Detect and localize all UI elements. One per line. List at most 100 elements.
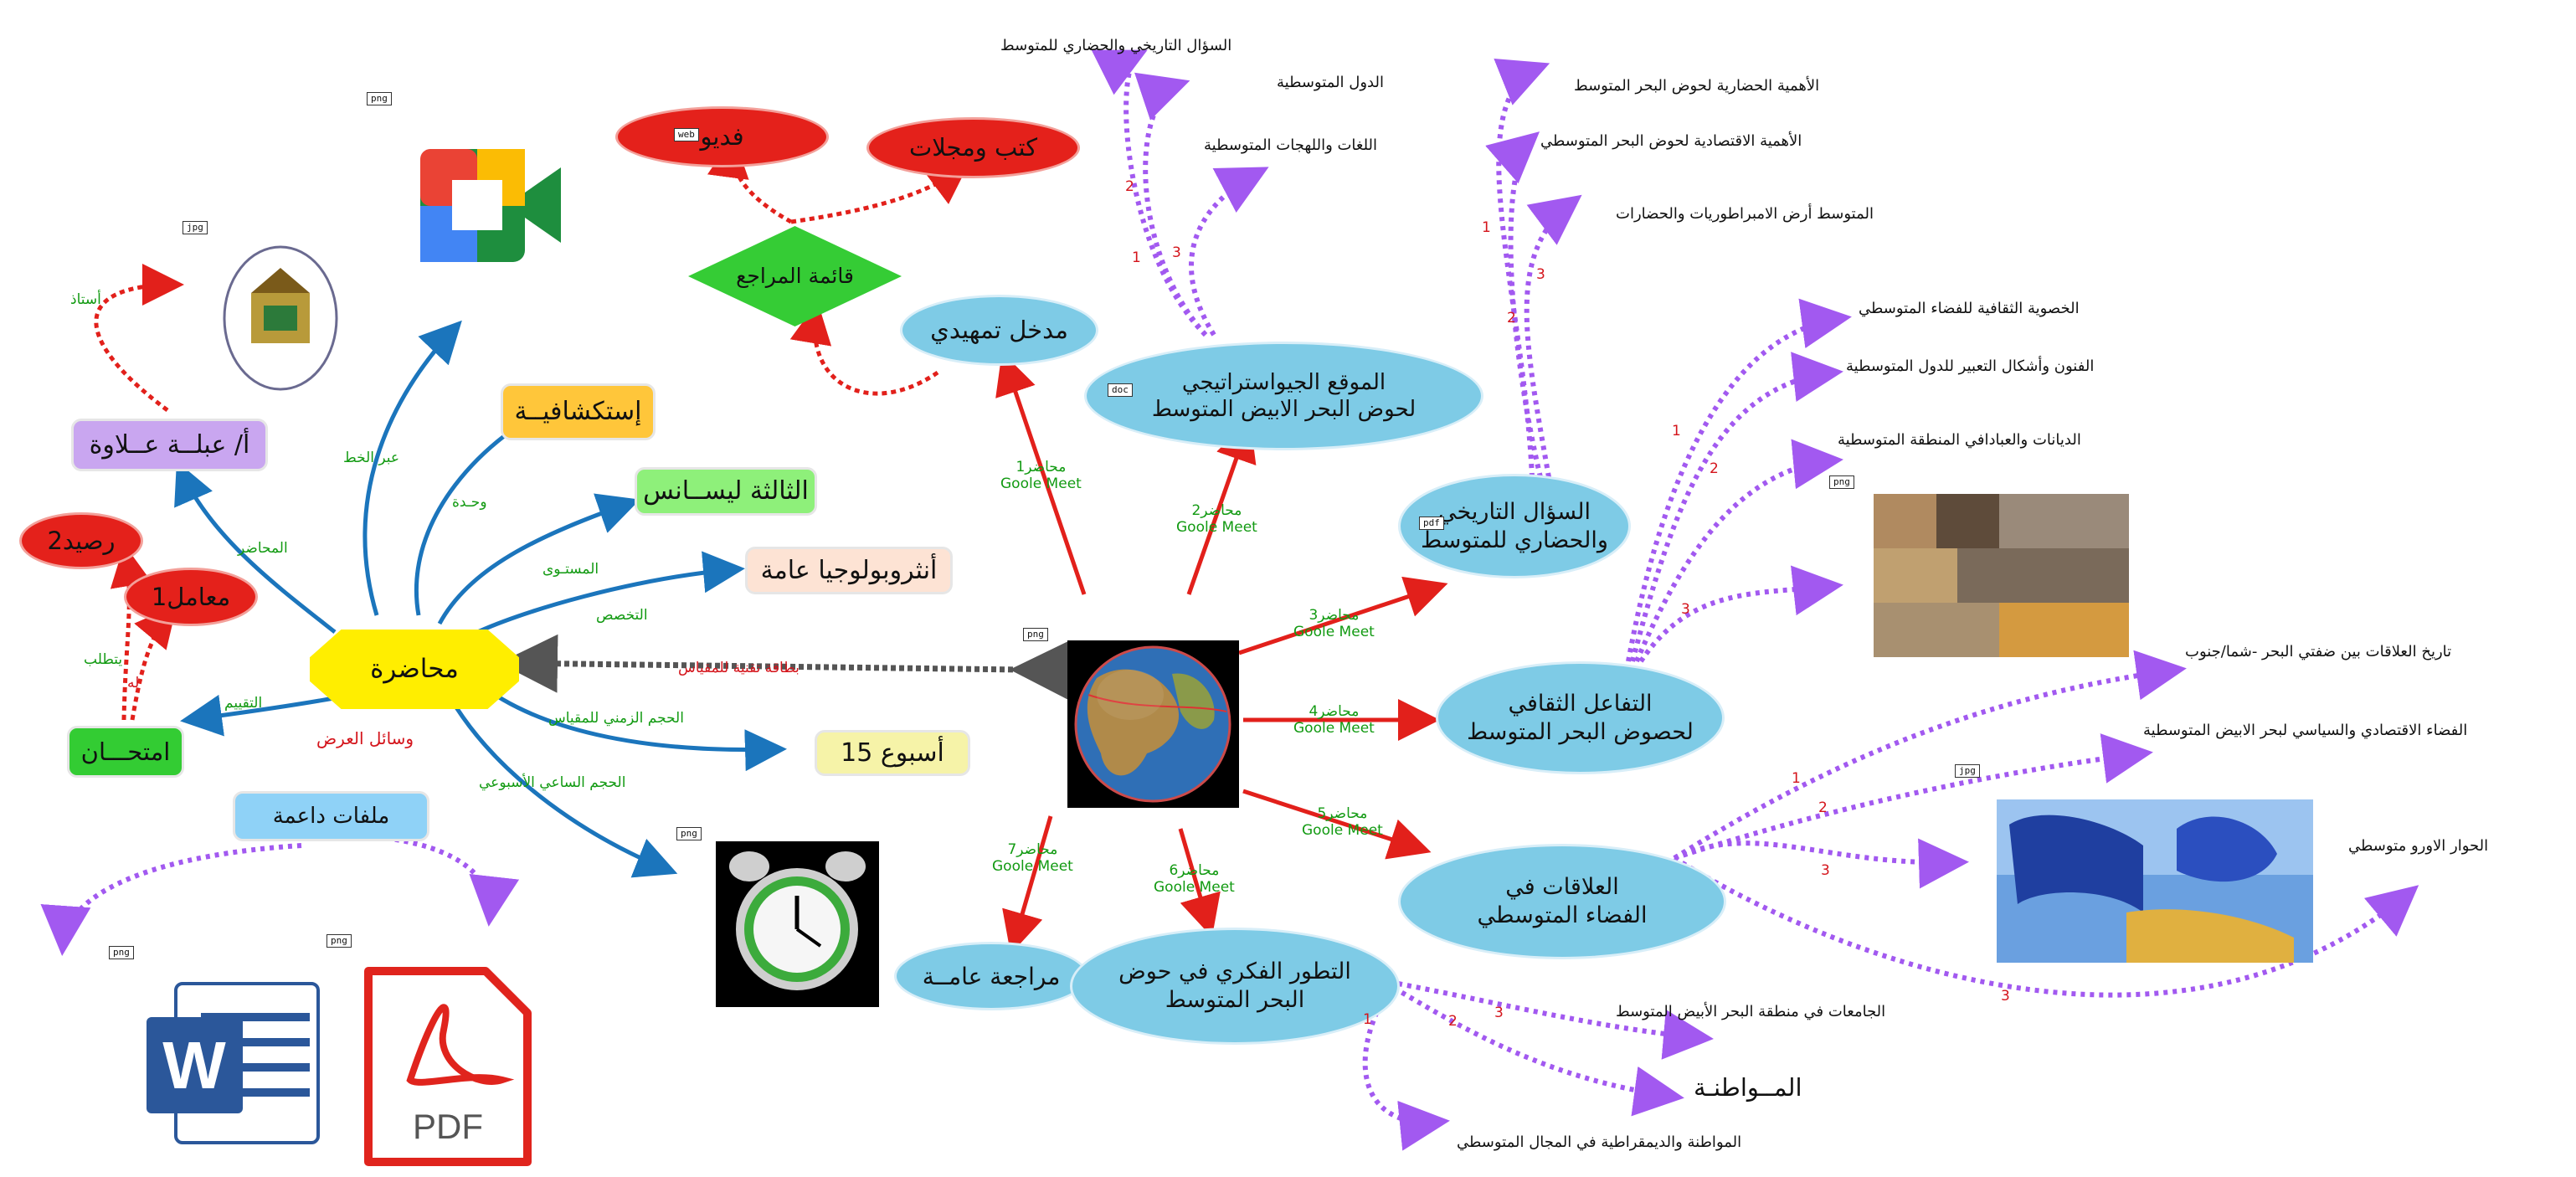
books-node[interactable]: كتب ومجلات [866,117,1080,178]
tag-png-collage[interactable]: png [1829,475,1854,489]
red-links [995,352,1448,954]
label-weekly-hours: الحجم الساعي الأسبوعي [479,774,626,791]
num-1-3: 3 [1172,244,1181,261]
label-level: المستـوى [542,561,599,578]
label-specialty: التخصص [596,607,648,624]
word-letter: W [162,1028,226,1102]
num-1-1: 1 [1132,249,1141,266]
num-4-1: 1 [1792,770,1801,787]
lesson-2-line-1: السؤال التاريخي [1437,498,1591,525]
num-5-1: 1 [1363,1011,1372,1028]
num-4-4: 3 [2001,988,2010,1005]
subtopic-3-1: الخصوية الثقافية للفضاء المتوسطي [1859,300,2080,317]
subtopic-4-1: تاريخ العلاقات بين ضفتي البحر -شما/جنوب [2185,643,2452,660]
subtopic-5-2: المــواطنـة [1694,1073,1802,1102]
lesson-3-line-2: لحصوض البحر المتوسط [1467,718,1694,745]
lesson-2-line-2: والحضاري للمتوسط [1421,527,1608,553]
alarm-clock-icon [716,841,879,1007]
lesson-intellectual[interactable]: التطور الفكري في حوض البحر المتوسط [1070,928,1400,1045]
label-lecturer: المحاضر [238,540,288,557]
tag-jpg-eu[interactable]: jpg [1955,764,1980,778]
word-document-icon [147,982,320,1144]
num-5-3: 3 [1494,1005,1504,1021]
globe-icon [1067,640,1239,808]
university-logo-icon [223,245,338,391]
lesson-cultural[interactable]: التفاعل الثقافي لحصوض البحر المتوسط [1436,661,1725,774]
label-display-means: وسائل العرض [316,728,414,748]
subtopic-4-2: الفضاء الاقتصادي والسياسي لبحر الابيض ال… [2143,722,2468,739]
label-time-volume: الحجم الزمني للمقياس [548,710,684,727]
tag-jpg-logo[interactable]: jpg [183,221,208,234]
num-4-3: 3 [1821,862,1830,879]
lesson-5-line-1: التطور الفكري في حوض [1118,959,1351,985]
balance-node[interactable]: رصيد2 [19,512,143,569]
lesson-1-line-2: لحوض البحر الابيض المتوسط [1151,397,1417,422]
label-unit: وحـدة [452,494,487,511]
support-files-node[interactable]: ملفات داعمة [233,791,429,841]
num-3-2: 2 [1710,460,1719,477]
intro-node[interactable]: مدخل تمهيدي [900,295,1098,366]
label-via-line: عبر الخط [343,450,400,466]
lesson-4-line-1: العلاقات في [1505,874,1619,901]
exploratory-node[interactable]: إستكشافيــة [501,383,656,440]
num-2-1: 1 [1482,219,1491,236]
subtopic-1-2: الدول المتوسطية [1277,74,1384,91]
num-3-1: 1 [1672,423,1681,439]
lesson-relations[interactable]: العلاقات في الفضاء المتوسطي [1398,844,1726,959]
num-4-2: 2 [1818,799,1828,816]
num-1-2: 2 [1125,178,1134,195]
subtopic-2-1: الأهمية الحضارية لحوض البحر المتوسط [1574,77,1820,95]
mediterranean-collage-image [1874,494,2129,657]
tag-png-word[interactable]: png [109,946,134,959]
tag-web-video[interactable]: web [674,128,699,141]
label-professor: أستاذ [70,291,101,308]
teacher-node[interactable]: أ/ عبلــة عــلاوة [71,419,268,471]
specialty-node[interactable]: أنثروبولوجيا عامة [745,547,953,594]
subtopic-5-3: المواطنة والديمقراطية في المجال المتوسطي [1457,1133,1742,1151]
subtopic-3-2: الفنون وأشكال التعبير للدول المتوسطية [1846,357,2095,375]
subtopic-4-3: الحوار الاورو متوسطي [2348,837,2489,855]
num-3-3: 3 [1681,601,1690,618]
coefficient-node[interactable]: معامل1 [124,568,258,626]
lesson-1-line-1: الموقع الجيواستراتيجي [1181,369,1386,395]
subtopic-2-2: الأهمية الاقتصادية لحوض البحر المتوسطي [1540,132,1802,150]
week-node[interactable]: أسبوع 15 [815,730,970,776]
lesson-4-line-2: الفضاء المتوسطي [1477,902,1648,928]
lesson-3-line-1: التفاعل الثقافي [1508,690,1653,717]
label-requires: يتطلب [84,651,123,668]
label-has: له [127,675,140,691]
tag-png-globe[interactable]: png [1023,628,1048,641]
tag-png-pdf[interactable]: png [326,934,352,948]
label-evaluation: التقييم [224,695,263,712]
level-node[interactable]: الثالثة ليســانس [635,467,817,516]
lesson-geostrategic[interactable]: الموقع الجيواستراتيجي لحوض البحر الابيض … [1084,342,1483,450]
purple-links [40,49,2419,1151]
eu-flag-map-image [1997,799,2313,963]
review-node[interactable]: مراجعة عامــة [894,942,1088,1010]
label-tech-card: بطاقة تقنية للمقياس [678,660,800,676]
subtopic-1-3: اللغات واللهجات المتوسطية [1204,136,1378,154]
video-node[interactable]: فديو [615,106,829,167]
lesson-5-line-2: البحر المتوسط [1165,987,1305,1013]
subtopic-5-1: الجامعات في منطقة البحر الأبيض المتوسط [1616,1003,1886,1020]
pdf-label: PDF [413,1107,483,1146]
num-2-2: 2 [1507,310,1516,326]
subtopic-2-3: المتوسط أرض الامبراطوريات والحضارات [1616,205,1874,223]
lecture-node[interactable]: محاضرة [310,630,519,709]
tag-png-clock[interactable]: png [676,827,702,840]
tag-pdf-lesson2[interactable]: pdf [1419,517,1444,530]
exam-node[interactable]: امتحـــان [67,726,184,778]
tag-png-meet[interactable]: png [367,92,392,105]
tag-doc-lesson1[interactable]: doc [1108,383,1133,397]
pdf-document-icon [364,967,532,1166]
num-5-2: 2 [1448,1013,1458,1030]
num-2-3: 3 [1536,266,1545,283]
